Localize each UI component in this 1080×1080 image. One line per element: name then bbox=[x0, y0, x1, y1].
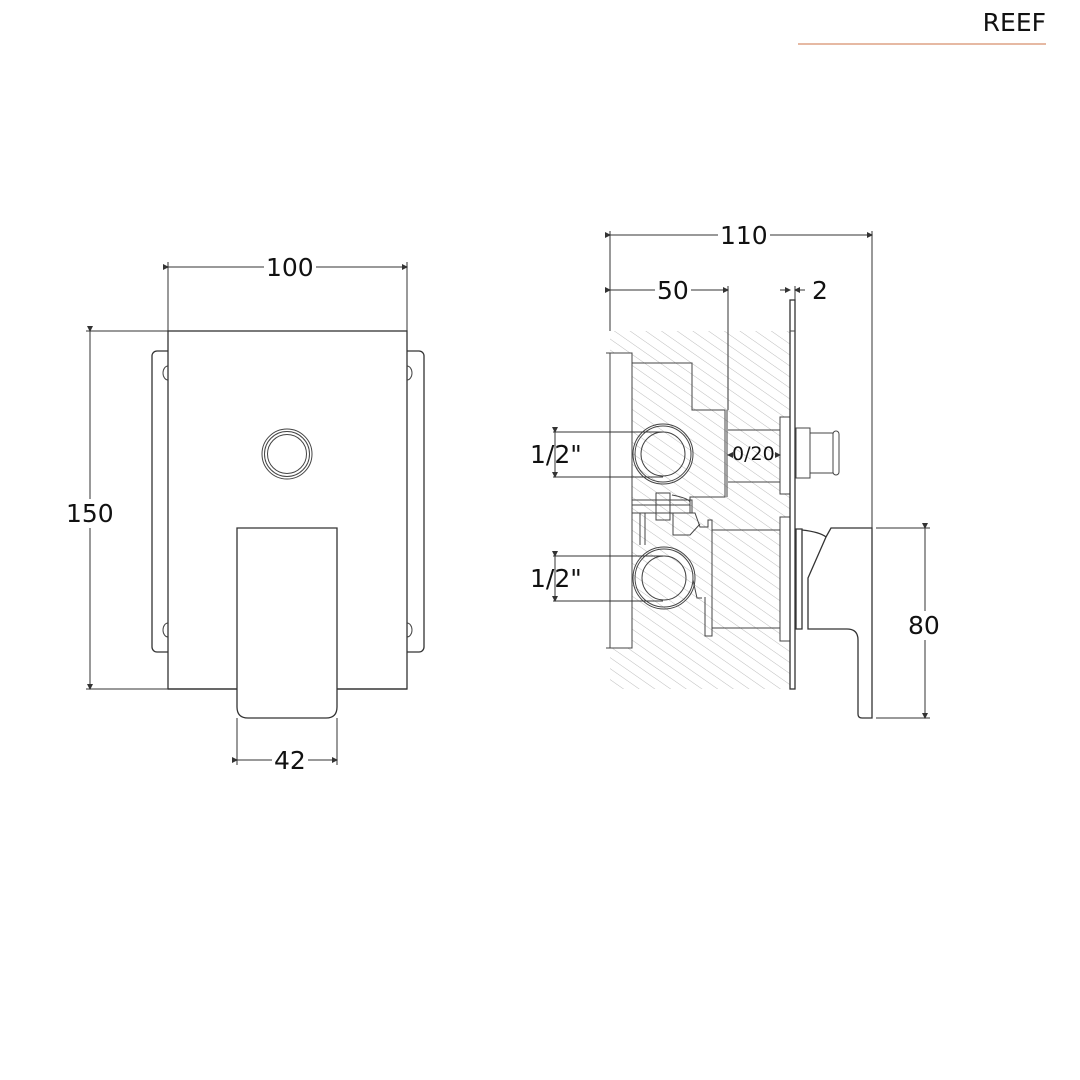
inlet-top bbox=[632, 423, 694, 485]
label-width: 100 bbox=[264, 253, 316, 282]
lever-handle-side bbox=[795, 527, 873, 719]
label-height: 150 bbox=[66, 499, 114, 528]
dimension-inlet-top bbox=[552, 427, 663, 478]
label-inlet-bottom: 1/2" bbox=[530, 564, 582, 593]
label-plate-thickness: 2 bbox=[810, 276, 830, 305]
label-body-depth: 50 bbox=[655, 276, 691, 305]
label-inlet-top: 1/2" bbox=[530, 440, 582, 469]
diverter-button-side bbox=[795, 427, 840, 479]
front-view bbox=[86, 262, 425, 765]
label-handle-width: 42 bbox=[272, 746, 308, 775]
lever-handle bbox=[236, 527, 338, 719]
brand-name: REEF bbox=[982, 8, 1046, 37]
brand-accent-rule bbox=[798, 43, 1046, 45]
dimension-inlet-bottom bbox=[552, 551, 663, 602]
inlet-bottom bbox=[632, 546, 696, 610]
cover-plate-side bbox=[789, 299, 796, 690]
dimension-plate-thickness bbox=[780, 286, 805, 300]
label-handle-height: 80 bbox=[908, 611, 940, 640]
label-adjustment-range: 0/20 bbox=[732, 443, 775, 465]
label-total-depth: 110 bbox=[718, 221, 770, 250]
side-view bbox=[552, 231, 930, 719]
cover-plate bbox=[167, 330, 408, 690]
diverter-button bbox=[261, 428, 313, 480]
wall-section bbox=[610, 331, 790, 689]
